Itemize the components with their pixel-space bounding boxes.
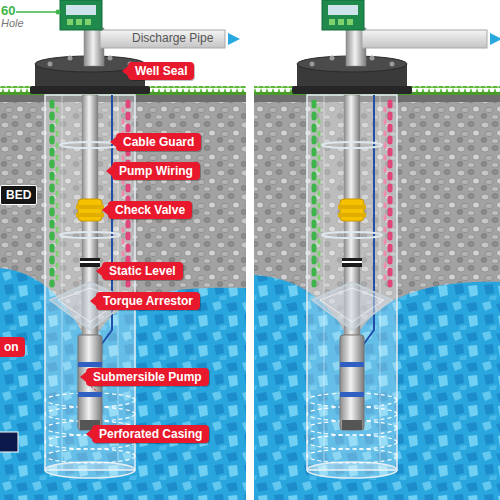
node-text: Check Valve [115, 202, 185, 218]
callout-box: Perforated Casing [92, 425, 209, 443]
part-label: Discharge Pipe [132, 31, 213, 45]
node-text: BED [6, 187, 31, 203]
callout-box: Check Valve [108, 201, 192, 219]
node-text: Static Level [109, 263, 176, 279]
node-text: Well Seal [135, 63, 187, 79]
layer-tag: BED [0, 185, 37, 205]
callout-box: Static Level [102, 262, 183, 280]
callout-box: Submersible Pump [86, 368, 209, 386]
callout-box: Pump Wiring [112, 162, 200, 180]
node-text: Submersible Pump [93, 369, 202, 385]
callout-box: Cable Guard [116, 133, 201, 151]
layer-tag: on [0, 337, 25, 357]
callout-box: Torque Arrestor [96, 292, 200, 310]
size-label: 60 [1, 3, 15, 18]
node-text: Torque Arrestor [103, 293, 193, 309]
node-text: Perforated Casing [99, 426, 202, 442]
node-text: on [4, 339, 19, 355]
node-text: Cable Guard [123, 134, 194, 150]
callout-box: Well Seal [128, 62, 194, 80]
node-text: Pump Wiring [119, 163, 193, 179]
size-label: Hole [1, 17, 24, 29]
